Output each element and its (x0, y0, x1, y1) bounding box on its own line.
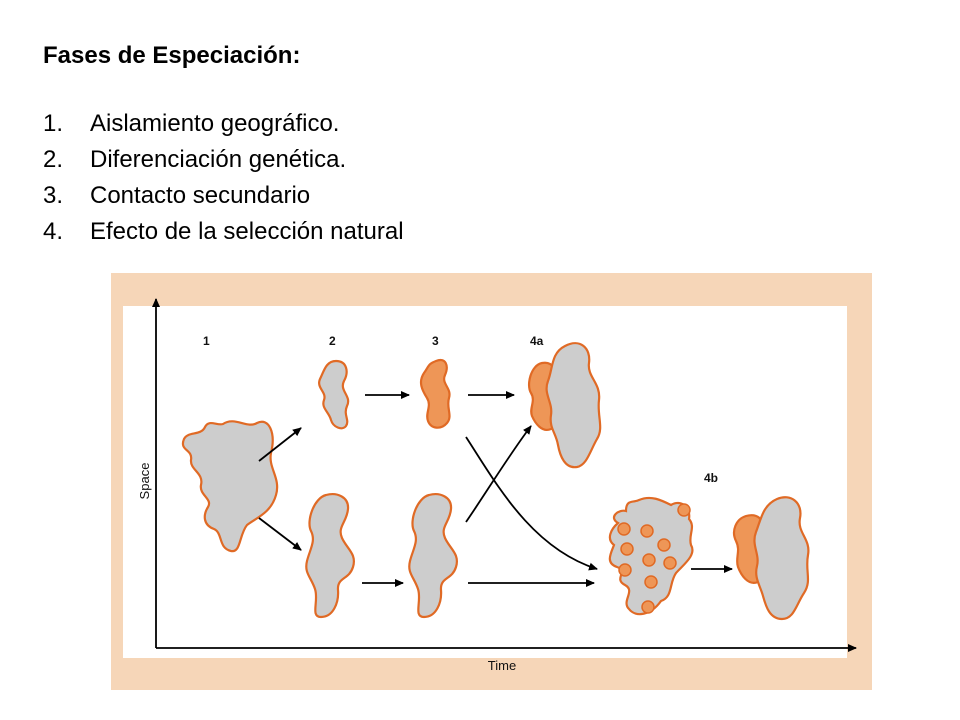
phase-number: 3. (43, 182, 64, 209)
phase-item-2: 2. Diferenciación genética. (43, 142, 404, 178)
stage-label-1: 1 (203, 334, 210, 348)
phase-text: Diferenciación genética. (90, 146, 347, 173)
stage-label-4b: 4b (704, 471, 718, 485)
isolated-small-population (318, 359, 350, 430)
phase-text: Contacto secundario (90, 182, 311, 209)
large-population-stage-2 (305, 493, 355, 619)
phase-list: 1. Aislamiento geográfico. 2. Diferencia… (43, 106, 404, 250)
dot (657, 538, 671, 552)
stage-label-3: 3 (432, 334, 439, 348)
x-axis-label: Time (488, 658, 516, 673)
speciation-diagram: Space Time 1 2 3 4a 4b (123, 298, 857, 673)
slide-text: Fases de Especiación: 1. Aislamiento geo… (43, 40, 404, 250)
arrow-split-down (258, 517, 302, 551)
arrow-split-up (258, 427, 302, 462)
arrow-contact-down (465, 436, 598, 571)
phase-item-1: 1. Aislamiento geográfico. (43, 106, 404, 142)
phase-text: Aislamiento geográfico. (90, 110, 340, 137)
dot (617, 522, 631, 536)
dot (677, 503, 691, 517)
dot (642, 553, 656, 567)
diverged-population (419, 358, 451, 429)
speciation-figure: Space Time 1 2 3 4a 4b (111, 273, 872, 690)
dot (618, 563, 632, 577)
large-population-stage-3 (408, 493, 458, 619)
arrow-contact-up (465, 425, 532, 523)
phase-item-4: 4. Efecto de la selección natural (43, 214, 404, 250)
dot (663, 556, 677, 570)
y-axis-label: Space (137, 463, 152, 500)
dot (641, 600, 655, 614)
slide-title: Fases de Especiación: (43, 42, 301, 69)
stage-label-4a: 4a (530, 334, 544, 348)
phase-number: 2. (43, 146, 64, 173)
coexisting-gray-population (545, 342, 602, 469)
stage-label-2: 2 (329, 334, 336, 348)
dot (644, 575, 658, 589)
dot (640, 524, 654, 538)
phase-item-3: 3. Contacto secundario (43, 178, 404, 214)
phase-number: 1. (43, 110, 64, 137)
final-gray-population (753, 496, 810, 621)
phase-text: Efecto de la selección natural (90, 218, 404, 245)
dot (620, 542, 634, 556)
phase-number: 4. (43, 218, 64, 245)
ancestral-population (181, 420, 279, 553)
